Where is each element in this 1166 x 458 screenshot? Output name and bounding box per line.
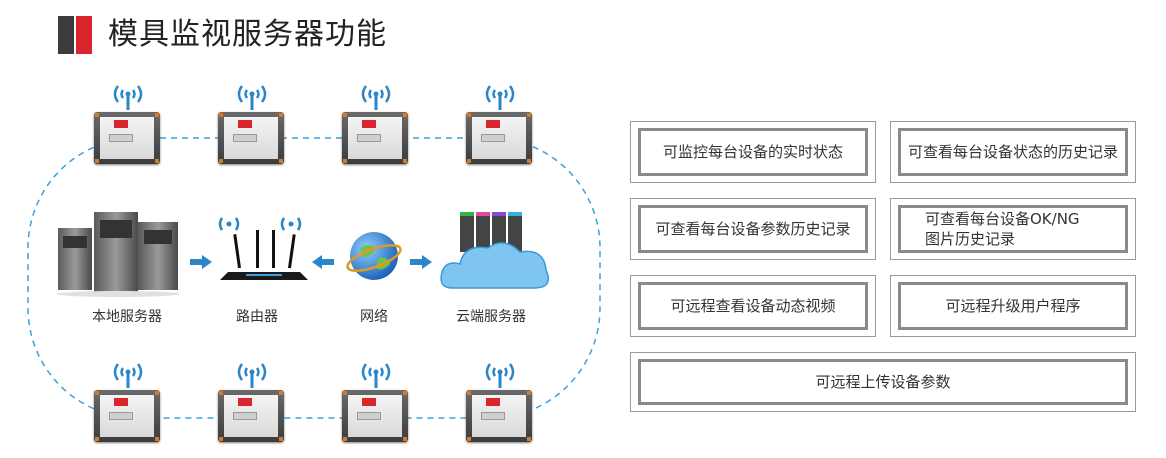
- monitor-device: [218, 360, 286, 442]
- feature-box: 可监控每台设备的实时状态: [630, 121, 876, 183]
- wifi-icon: [237, 85, 267, 110]
- wifi-icon: [485, 85, 515, 110]
- feature-text-multiline: 可查看每台设备OK/NG 图片历史记录: [898, 205, 1128, 253]
- monitor-device: [466, 360, 534, 442]
- cloud-server-label: 云端服务器: [456, 309, 526, 325]
- local-server-icon: [56, 212, 180, 297]
- feature-text: 可查看每台设备状态的历史记录: [898, 128, 1128, 176]
- monitor-device: [342, 82, 410, 164]
- feature-box: 可查看每台设备OK/NG 图片历史记录: [890, 198, 1136, 260]
- page-header: 模具监视服务器功能: [58, 16, 387, 54]
- network-diagram: 本地服务器 路由器 网络 云端服务器: [0, 70, 620, 458]
- monitor-device: [218, 82, 286, 164]
- feature-text-line: 图片历史记录: [925, 230, 1016, 248]
- feature-text-line: 可查看每台设备OK/NG: [925, 210, 1080, 228]
- cloud-server-icon: [440, 212, 549, 289]
- router-label: 路由器: [236, 309, 278, 325]
- router-icon: [218, 217, 308, 280]
- wifi-icon: [361, 85, 391, 110]
- monitor-device: [466, 82, 534, 164]
- wifi-icon: [237, 363, 267, 388]
- wifi-icon: [361, 363, 391, 388]
- feature-box: 可查看每台设备参数历史记录: [630, 198, 876, 260]
- local-server-label: 本地服务器: [92, 309, 162, 325]
- wifi-icon: [113, 85, 143, 110]
- feature-box: 可远程升级用户程序: [890, 275, 1136, 337]
- globe-icon: [346, 232, 402, 280]
- title-marker-icon: [58, 16, 94, 54]
- wifi-icon: [485, 363, 515, 388]
- feature-box: 可远程查看设备动态视频: [630, 275, 876, 337]
- connection-loop: [27, 137, 601, 419]
- arrow-right-icon: [410, 255, 432, 269]
- arrow-right-icon: [190, 255, 212, 269]
- monitor-device: [342, 360, 410, 442]
- monitor-device: [94, 82, 162, 164]
- feature-text: 可远程升级用户程序: [898, 282, 1128, 330]
- feature-box-wide: 可远程上传设备参数: [630, 352, 1136, 412]
- feature-text: 可远程上传设备参数: [638, 359, 1128, 405]
- feature-box: 可查看每台设备状态的历史记录: [890, 121, 1136, 183]
- feature-text: 可远程查看设备动态视频: [638, 282, 868, 330]
- feature-text: 可查看每台设备参数历史记录: [638, 205, 868, 253]
- network-label: 网络: [360, 309, 388, 325]
- wifi-icon: [113, 363, 143, 388]
- arrow-left-icon: [312, 255, 334, 269]
- feature-text: 可监控每台设备的实时状态: [638, 128, 868, 176]
- page-title: 模具监视服务器功能: [108, 17, 387, 52]
- monitor-device: [94, 360, 162, 442]
